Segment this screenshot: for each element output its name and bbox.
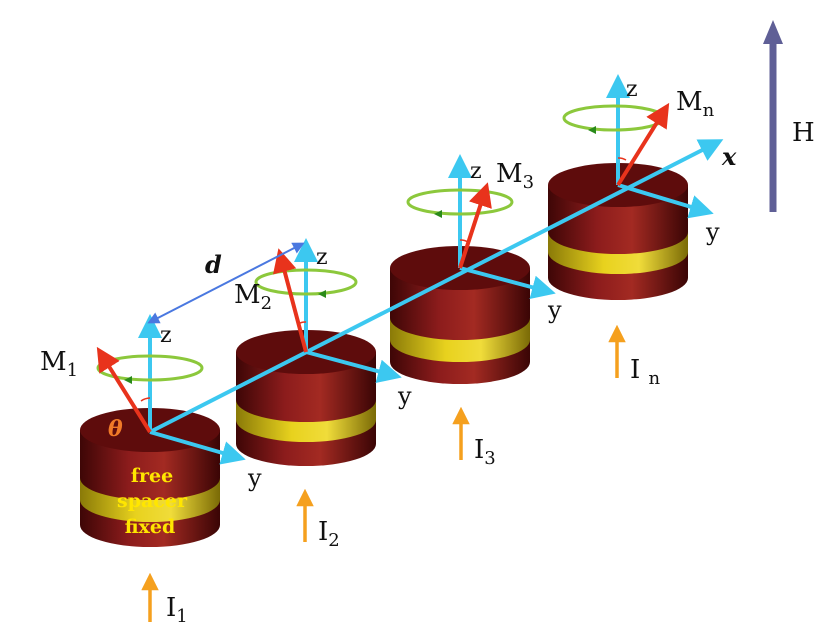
current-label-2: I2	[318, 517, 340, 551]
z-axis-label-3: z	[470, 159, 482, 184]
magnetization-label-2: M2	[234, 280, 272, 314]
z-axis-label-n: z	[626, 77, 638, 102]
y-axes	[149, 183, 714, 465]
layer-spacer-label: spacer	[117, 490, 188, 512]
y-axis-label-3: y	[547, 296, 562, 324]
layer-free-label: free	[131, 465, 173, 487]
angle-arcs	[140, 157, 627, 402]
magnetization-label-3: M3	[496, 159, 534, 193]
angle-theta-label: θ	[108, 416, 123, 442]
distance-indicator	[147, 242, 305, 324]
current-label-3: I3	[474, 435, 496, 469]
z-axis-label-2: z	[316, 245, 328, 270]
field-arrow	[763, 20, 783, 212]
y-axis-label-2: y	[397, 382, 412, 410]
current-arrows	[141, 324, 626, 622]
field-label: H	[792, 118, 815, 148]
x-axis-label: x	[721, 142, 737, 171]
precession-direction-arrows	[124, 126, 596, 384]
current-label-n: I n	[630, 355, 661, 389]
z-axis-label-1: z	[160, 323, 172, 348]
distance-label: d	[205, 250, 222, 279]
magnetization-label-n: Mn	[676, 87, 715, 121]
magnetization-label-1: M1	[40, 347, 78, 381]
y-axis-label-n: y	[705, 218, 720, 246]
x-axis	[149, 139, 724, 434]
layer-fixed-label: fixed	[125, 516, 176, 538]
current-label-1: I1	[166, 593, 188, 627]
y-axis-label-1: y	[247, 464, 262, 492]
